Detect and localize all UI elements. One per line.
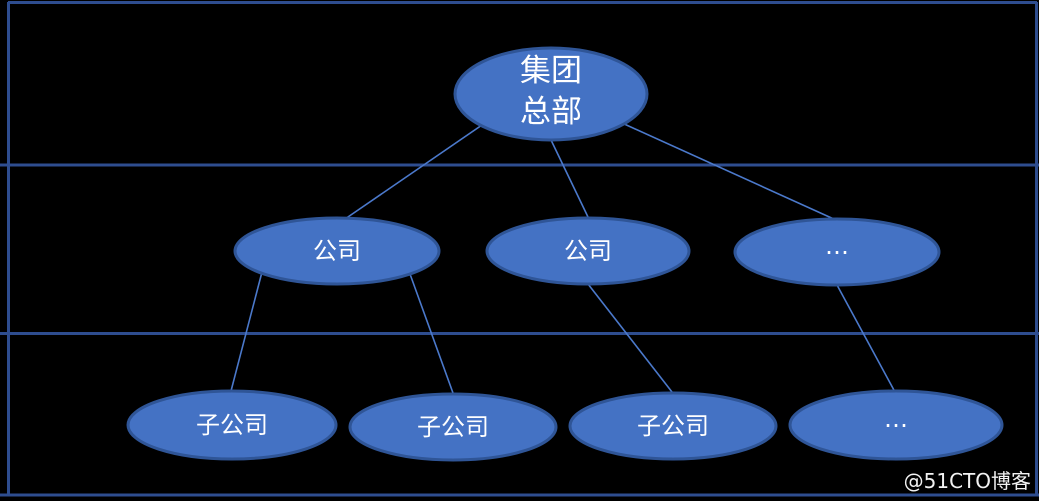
node-label-company-more: …: [825, 232, 849, 260]
node-label-subsidiary2: 子公司: [417, 413, 489, 441]
node-ellipse-subsidiary2: [348, 392, 558, 462]
connector-company1-subsidiary1: [230, 271, 263, 392]
node-group-company2: 公司: [485, 216, 691, 286]
node-ellipse-subsidiary-more: [788, 389, 1004, 461]
node-ellipse-company1: [233, 216, 441, 286]
connector-company1-subsidiary2: [409, 273, 454, 394]
node-ellipse-company-more: [733, 217, 941, 287]
node-ellipse-company2: [485, 216, 691, 286]
node-label-subsidiary3: 子公司: [637, 412, 709, 440]
watermark: @51CTO博客: [904, 469, 1031, 493]
node-group-subsidiary-more: …: [788, 389, 1004, 461]
node-group-subsidiary3: 子公司: [568, 391, 778, 461]
node-label-headquarters-line2: 总部: [520, 94, 582, 130]
connector-company2-subsidiary3: [587, 283, 673, 393]
connector-company-more-subsidiary-more: [836, 284, 896, 393]
node-ellipse-subsidiary1: [126, 389, 338, 461]
node-ellipse-subsidiary3: [568, 391, 778, 461]
node-group-subsidiary2: 子公司: [348, 392, 558, 462]
node-group-headquarters: 集团 总部: [453, 46, 649, 142]
connector-headquarters-company1: [344, 124, 483, 220]
node-label-company2: 公司: [564, 237, 612, 265]
node-group-subsidiary1: 子公司: [126, 389, 338, 461]
connector-headquarters-company-more: [621, 122, 837, 221]
node-group-company-more: …: [733, 217, 941, 287]
node-label-company1: 公司: [313, 237, 361, 265]
node-label-subsidiary1: 子公司: [196, 411, 268, 439]
node-label-subsidiary-more: …: [884, 405, 908, 433]
connector-headquarters-company2: [550, 139, 589, 218]
node-ellipse-headquarters: [453, 46, 649, 142]
node-group-company1: 公司: [233, 216, 441, 286]
node-label-headquarters-line1: 集团: [520, 53, 582, 89]
